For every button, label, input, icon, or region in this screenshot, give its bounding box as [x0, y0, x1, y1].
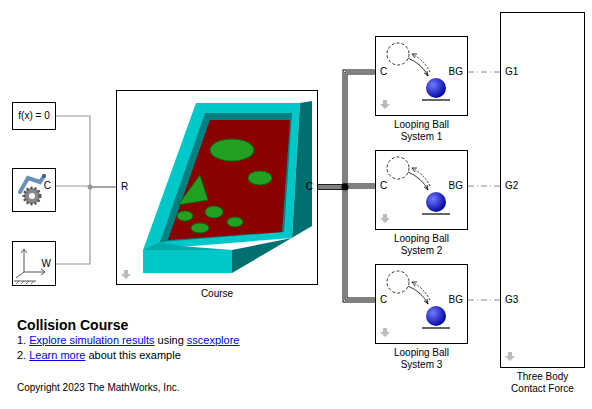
port-label: C — [380, 294, 387, 306]
mechanism-icon — [20, 174, 46, 204]
block-caption: Course — [187, 288, 247, 300]
connector — [468, 186, 500, 187]
hyperlink: Learn more — [29, 349, 85, 361]
port-label: C — [380, 66, 387, 78]
note-text: about this example — [88, 349, 180, 361]
connector — [56, 116, 116, 187]
copyright: Copyright 2023 The MathWorks, Inc. — [17, 381, 180, 394]
looping-ball-icons — [387, 43, 450, 328]
note-text: 2. — [17, 349, 26, 361]
port-label: W — [42, 258, 51, 270]
port-label: C — [44, 180, 51, 192]
note-text: using — [158, 334, 184, 346]
block-caption: Looping Ball System 2 — [387, 233, 457, 257]
port-label: BG — [449, 66, 463, 78]
block-text: f(x) = 0 — [18, 110, 49, 122]
note-text: 1. — [17, 334, 26, 346]
hyperlink: Explore simulation results — [29, 334, 154, 346]
port-label: R — [121, 181, 128, 193]
connector — [318, 72, 375, 187]
port-label: G2 — [505, 180, 518, 192]
block: C — [12, 168, 56, 212]
port-label: C — [380, 180, 387, 192]
block: f(x) = 0 — [12, 102, 56, 130]
world-frame-icon — [14, 249, 45, 284]
port-label: C — [306, 181, 313, 193]
block: G1G2G3Three Body Contact Force — [500, 12, 585, 368]
connector — [56, 187, 116, 264]
hyperlink: sscexplore — [187, 334, 240, 346]
note-line: 1.Explore simulation results usingsscexpl… — [17, 334, 242, 347]
connector — [468, 300, 500, 301]
block: CBGLooping Ball System 2 — [375, 150, 468, 230]
connector — [468, 72, 500, 73]
port-label: BG — [449, 180, 463, 192]
junction-dot — [88, 185, 93, 190]
block-caption: Looping Ball System 1 — [387, 119, 457, 143]
block: CBGLooping Ball System 1 — [375, 36, 468, 116]
connector — [318, 187, 375, 300]
port-label: BG — [449, 294, 463, 306]
note-line: 2.Learn moreabout this example — [17, 349, 184, 362]
block: CBGLooping Ball System 3 — [375, 264, 468, 344]
course-illustration — [143, 101, 312, 273]
port-label: G3 — [505, 294, 518, 306]
block-caption: Three Body Contact Force — [500, 371, 585, 395]
block: W — [12, 241, 56, 286]
block-caption: Looping Ball System 3 — [387, 347, 457, 371]
block: RCCourse — [116, 90, 318, 285]
junction-dot — [342, 184, 349, 191]
title: Collision Course — [17, 317, 128, 333]
port-label: G1 — [505, 66, 518, 78]
down-arrow-icons — [121, 100, 515, 361]
